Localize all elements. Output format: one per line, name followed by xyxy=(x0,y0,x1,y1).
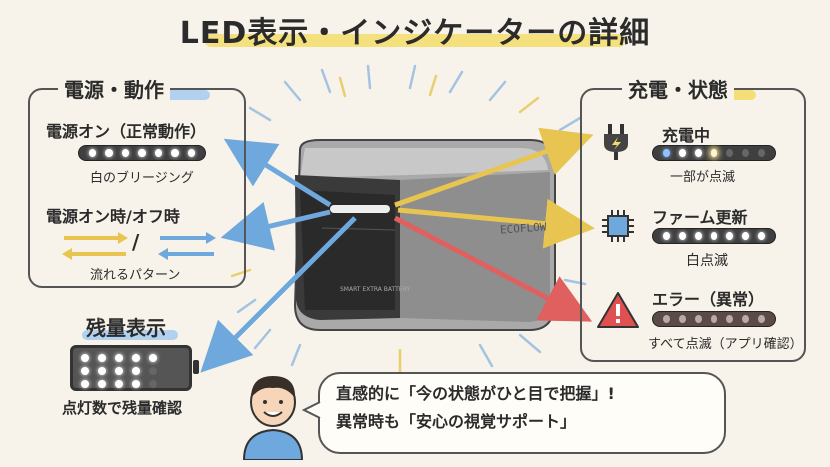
firmware-led-bar xyxy=(652,228,776,244)
charging-led-bar xyxy=(652,145,776,161)
power-on-off-label: 電源オン時/オフ時 xyxy=(46,207,180,226)
arrow-to-error xyxy=(393,215,593,322)
firmware-caption: 白点滅 xyxy=(686,253,728,269)
arrow-to-charging xyxy=(394,127,594,208)
chip-icon xyxy=(602,210,634,242)
speech-line-1: 直感的に「今の状態がひと目で把握」! xyxy=(336,384,615,403)
charging-label: 充電中 xyxy=(662,126,711,145)
burst-lines xyxy=(236,64,587,368)
pattern-slash: / xyxy=(132,230,140,254)
title-highlight xyxy=(205,34,625,47)
speech-bubble xyxy=(318,372,726,454)
device-small-text: SMART EXTRA BATTERY xyxy=(340,286,411,293)
battery-caption: 点灯数で残量確認 xyxy=(62,399,183,417)
error-led-bar xyxy=(652,311,776,327)
left-panel-title: 電源・動作 xyxy=(58,74,170,103)
arrow-to-firmware xyxy=(397,198,595,249)
speech-line-2: 異常時も「安心の視覚サポート」 xyxy=(336,412,577,431)
charging-caption: 一部が点滅 xyxy=(670,170,736,185)
battery-icon xyxy=(70,345,199,391)
page-title: LED表示・インジケーターの詳細 xyxy=(179,16,651,51)
speech-bubble-tail xyxy=(302,401,321,419)
plug-icon xyxy=(604,124,628,160)
arrow-to-battery xyxy=(200,216,357,373)
person-icon xyxy=(242,376,304,460)
arrow-to-power-on xyxy=(223,138,332,208)
error-caption: すべて点滅（アプリ確認） xyxy=(648,337,803,352)
arrow-to-power-pattern xyxy=(220,201,331,251)
power-on-off-caption: 流れるパターン xyxy=(90,268,181,283)
power-on-led-bar xyxy=(78,145,206,161)
warning-icon xyxy=(597,292,639,328)
power-on-label: 電源オン（正常動作） xyxy=(46,122,207,141)
error-label: エラー（異常） xyxy=(652,290,765,309)
right-panel-title: 充電・状態 xyxy=(622,74,734,103)
firmware-label: ファーム更新 xyxy=(652,208,748,227)
flowing-pattern-arrows-icon xyxy=(62,232,216,260)
power-on-caption: 白のブリージング xyxy=(90,171,194,186)
battery-label: 残量表示 xyxy=(86,316,166,340)
